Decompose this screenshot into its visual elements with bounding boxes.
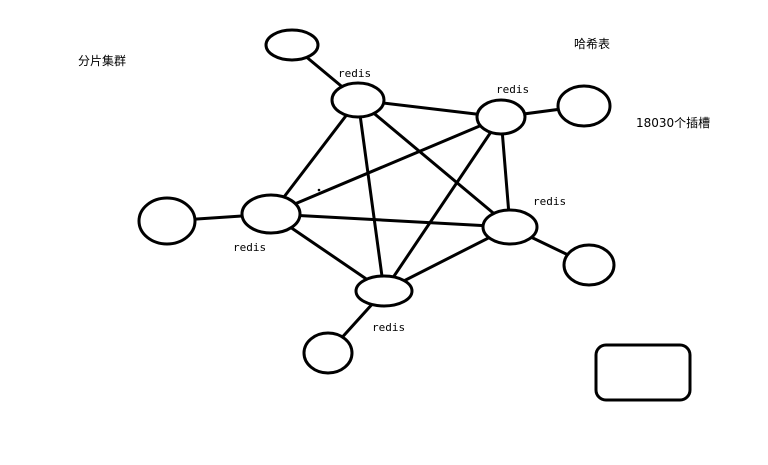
node-label-n3: redis xyxy=(533,195,566,208)
edge-n2-n5 xyxy=(269,115,503,216)
edge-n3-n5 xyxy=(269,212,512,229)
edge-n1-n5 xyxy=(269,98,360,216)
slots-label: 18030个插槽 xyxy=(636,116,710,130)
redis-node-n1 xyxy=(330,81,386,119)
nodes-layer xyxy=(137,28,616,375)
empty-rounded-box xyxy=(594,343,692,402)
edge-n1-n4 xyxy=(356,98,386,293)
replica-node-r5 xyxy=(137,196,197,246)
redis-node-n4 xyxy=(354,274,414,308)
replica-node-r2 xyxy=(556,84,612,128)
node-label-n2: redis xyxy=(496,83,529,96)
redis-node-n2 xyxy=(475,98,527,136)
node-label-n1: redis xyxy=(338,67,371,80)
node-label-n4: redis xyxy=(372,321,405,334)
replica-node-r3 xyxy=(562,243,616,287)
edge-n1-n3 xyxy=(356,98,512,229)
edge-n2-n4 xyxy=(382,115,503,293)
stray-dot xyxy=(317,188,321,192)
redis-node-n5 xyxy=(240,193,302,235)
node-label-n5: redis xyxy=(233,241,266,254)
hash-table-label: 哈希表 xyxy=(574,36,610,51)
edges-layer xyxy=(269,98,512,293)
replica-node-r4 xyxy=(302,331,354,375)
redis-node-n3 xyxy=(481,208,539,246)
replica-node-r1 xyxy=(264,28,320,62)
cluster-title: 分片集群 xyxy=(78,53,126,68)
